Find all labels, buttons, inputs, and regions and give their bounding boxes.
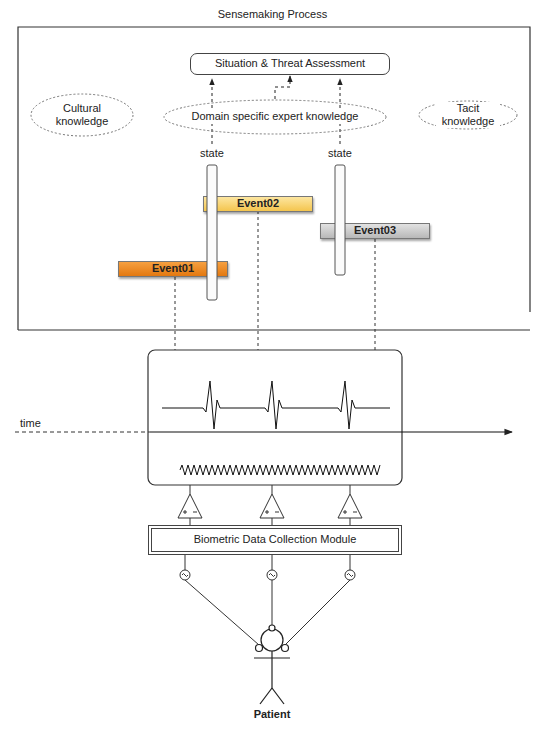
drawing-stroke — [350, 518, 351, 525]
drawing-stroke — [272, 518, 273, 525]
drawing-stroke — [190, 485, 191, 494]
drawing-stroke — [343, 510, 357, 514]
axis-label: time — [20, 417, 41, 430]
drawing-stroke — [338, 494, 362, 518]
drawing-stroke — [345, 570, 355, 580]
drawing-stroke — [148, 350, 402, 485]
drawing-stroke — [335, 165, 345, 275]
drawing-stroke — [182, 574, 188, 577]
drawing-stroke — [180, 570, 190, 580]
drawing-stroke — [175, 277, 176, 350]
drawing-stroke — [265, 510, 279, 514]
drawing-stroke — [260, 688, 272, 704]
drawing-stroke — [15, 432, 150, 433]
state-label: state — [200, 147, 224, 160]
figure-label: Patient — [254, 708, 291, 721]
drawing-stroke — [271, 650, 272, 688]
drawing-stroke — [269, 574, 275, 577]
drawing-stroke — [185, 555, 186, 570]
drawing-stroke — [183, 510, 197, 514]
knowledge-ellipse: Cultural knowledge — [30, 93, 134, 137]
drawing-stroke — [150, 431, 512, 432]
drawing-stroke — [258, 211, 259, 350]
ellipse-outline — [419, 101, 517, 129]
state-label: state — [328, 147, 352, 160]
ellipse-outline — [164, 100, 386, 134]
drawing-stroke — [207, 165, 217, 300]
knowledge-ellipse: Tacit knowledge — [418, 100, 518, 130]
drawing-stroke — [178, 494, 202, 518]
drawing-stroke — [269, 625, 275, 631]
drawing-stroke — [350, 485, 351, 494]
drawing-stroke — [254, 625, 290, 704]
event-bar: Event02 — [203, 196, 313, 211]
dashed-arrow — [275, 76, 290, 99]
node-text: Cultural knowledge — [50, 102, 114, 128]
node-text: Biometric Data Collection Module — [194, 533, 357, 546]
drawing-stroke — [190, 518, 191, 525]
assessment-box: Situation & Threat Assessment — [190, 53, 390, 75]
drawing-stroke — [254, 657, 290, 658]
knowledge-ellipse: Domain specific expert knowledge — [163, 99, 387, 135]
drawing-stroke — [272, 555, 273, 570]
drawing-stroke — [350, 555, 351, 570]
node-text: Event02 — [237, 197, 279, 210]
node-text: Tacit knowledge — [436, 102, 500, 128]
drawing-stroke — [18, 329, 530, 330]
node-text: Domain specific expert knowledge — [190, 110, 361, 123]
drawing-stroke — [185, 580, 259, 645]
event-bar: Event01 — [118, 261, 228, 276]
diagram-title: Sensemaking Process — [0, 8, 545, 21]
drawing-stroke — [267, 570, 277, 580]
drawing-stroke — [272, 688, 284, 704]
drawing-stroke — [285, 580, 350, 645]
drawing-stroke — [272, 580, 273, 625]
drawing-stroke — [180, 465, 380, 475]
ellipse-outline — [31, 94, 133, 136]
node-text: Event01 — [152, 262, 194, 275]
drawing-stroke — [178, 485, 362, 525]
drawing-stroke — [18, 27, 530, 330]
drawing-stroke — [261, 629, 283, 651]
drawing-stroke — [375, 239, 376, 350]
drawing-stroke — [282, 645, 289, 652]
drawing-stroke — [162, 381, 390, 429]
node-text: Situation & Threat Assessment — [215, 57, 365, 70]
node-text: Event03 — [354, 224, 396, 237]
drawing-stroke — [260, 494, 284, 518]
drawing-stroke — [347, 574, 353, 577]
module-box: Biometric Data Collection Module — [148, 525, 402, 555]
event-bar: Event03 — [320, 223, 430, 238]
drawing-stroke — [272, 485, 273, 494]
drawing-stroke — [256, 645, 263, 652]
